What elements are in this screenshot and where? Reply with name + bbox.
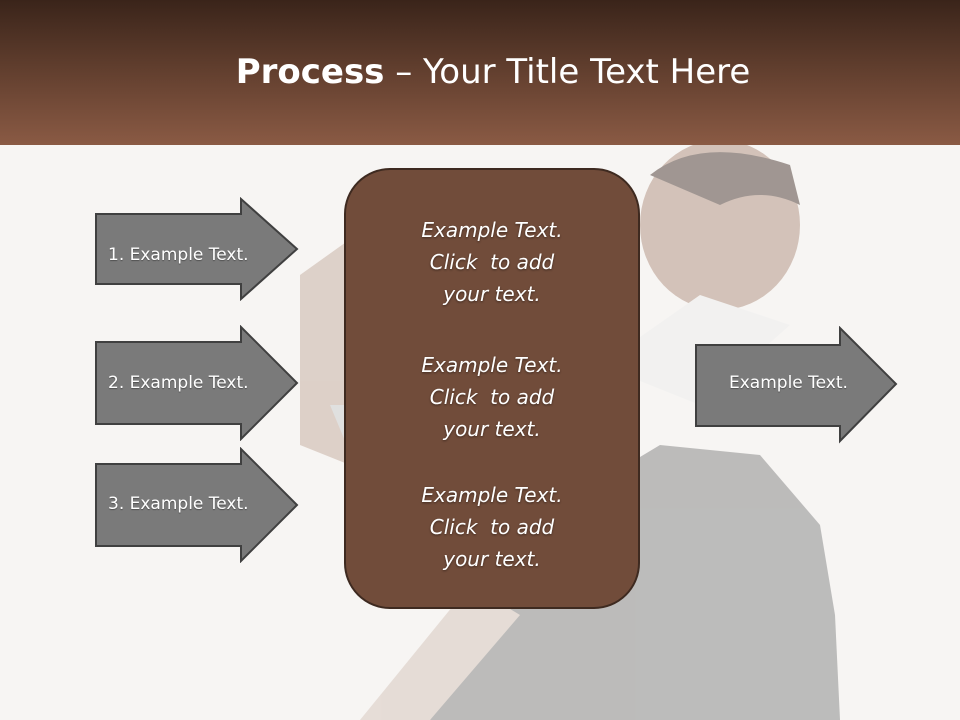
center-text-box[interactable]: Example Text. Click to add your text. Ex… (344, 168, 640, 609)
text-block-1-line-3: your text. (443, 282, 541, 306)
text-block-3-line-3: your text. (443, 547, 541, 571)
arrow-right-label: Example Text. (729, 373, 848, 393)
arrow-right[interactable] (694, 326, 900, 444)
arrow-2-label: 2. Example Text. (108, 373, 249, 393)
arrow-1-shape (95, 197, 299, 301)
text-block-2: Example Text. Click to add your text. (346, 349, 638, 445)
text-block-3-line-1: Example Text. (421, 483, 563, 507)
text-block-1-line-1: Example Text. (421, 218, 563, 242)
text-block-1: Example Text. Click to add your text. (346, 214, 638, 310)
arrow-right-shape (695, 326, 898, 444)
arrow-1[interactable] (94, 197, 300, 301)
slide-title[interactable]: Process – Your Title Text Here (0, 52, 960, 92)
text-block-2-line-3: your text. (443, 417, 541, 441)
text-block-3: Example Text. Click to add your text. (346, 479, 638, 575)
text-block-2-line-1: Example Text. (421, 353, 563, 377)
title-rest: – Your Title Text Here (384, 52, 751, 92)
arrow-1-label: 1. Example Text. (108, 245, 249, 265)
title-bar: Process – Your Title Text Here (0, 0, 960, 145)
arrow-3-shape (95, 447, 299, 563)
arrow-2[interactable] (94, 325, 300, 441)
arrow-3-label: 3. Example Text. (108, 494, 249, 514)
arrow-2-shape (95, 325, 299, 441)
text-block-3-line-2: Click to add (429, 515, 555, 539)
arrow-3[interactable] (94, 447, 300, 563)
text-block-2-line-2: Click to add (429, 385, 555, 409)
text-block-1-line-2: Click to add (429, 250, 555, 274)
title-bold: Process (235, 52, 385, 92)
